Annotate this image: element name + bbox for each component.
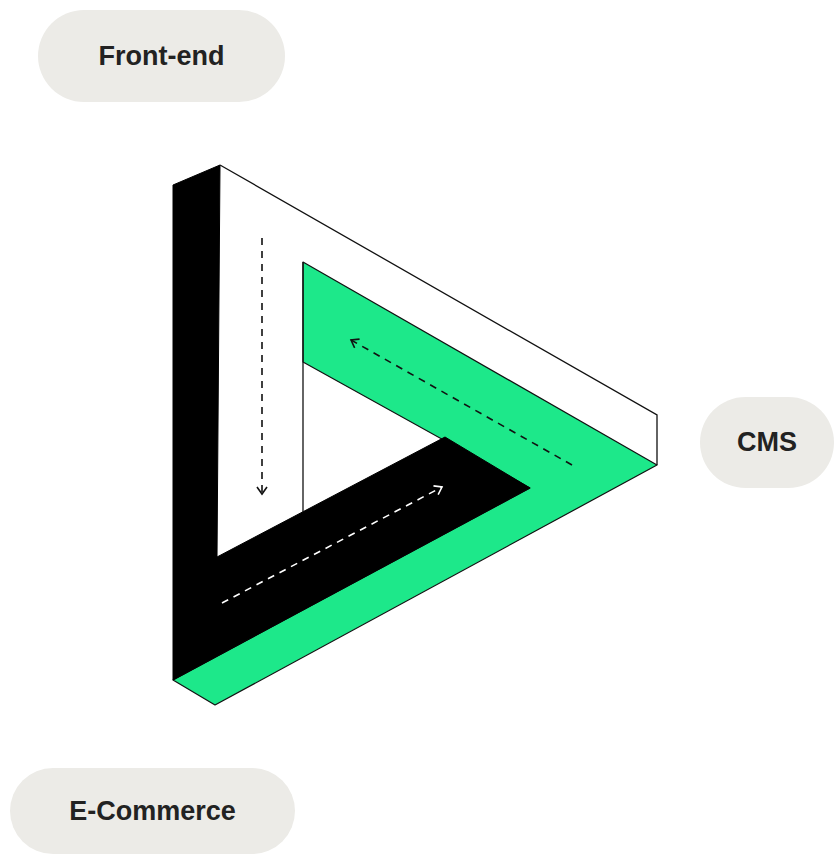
pill-label: Front-end	[99, 41, 225, 72]
outline	[302, 362, 303, 512]
label-pill: E-Commerce	[10, 768, 295, 854]
label-pill: CMS	[700, 397, 834, 488]
pill-label: CMS	[737, 427, 797, 458]
outline	[220, 165, 657, 465]
black-face	[173, 165, 530, 680]
pill-label: E-Commerce	[69, 796, 236, 827]
flow-arrow	[222, 487, 442, 603]
outline	[302, 262, 303, 362]
label-pill: Front-end	[38, 10, 285, 102]
flow-arrow	[261, 238, 263, 494]
flow-arrow	[351, 340, 572, 465]
